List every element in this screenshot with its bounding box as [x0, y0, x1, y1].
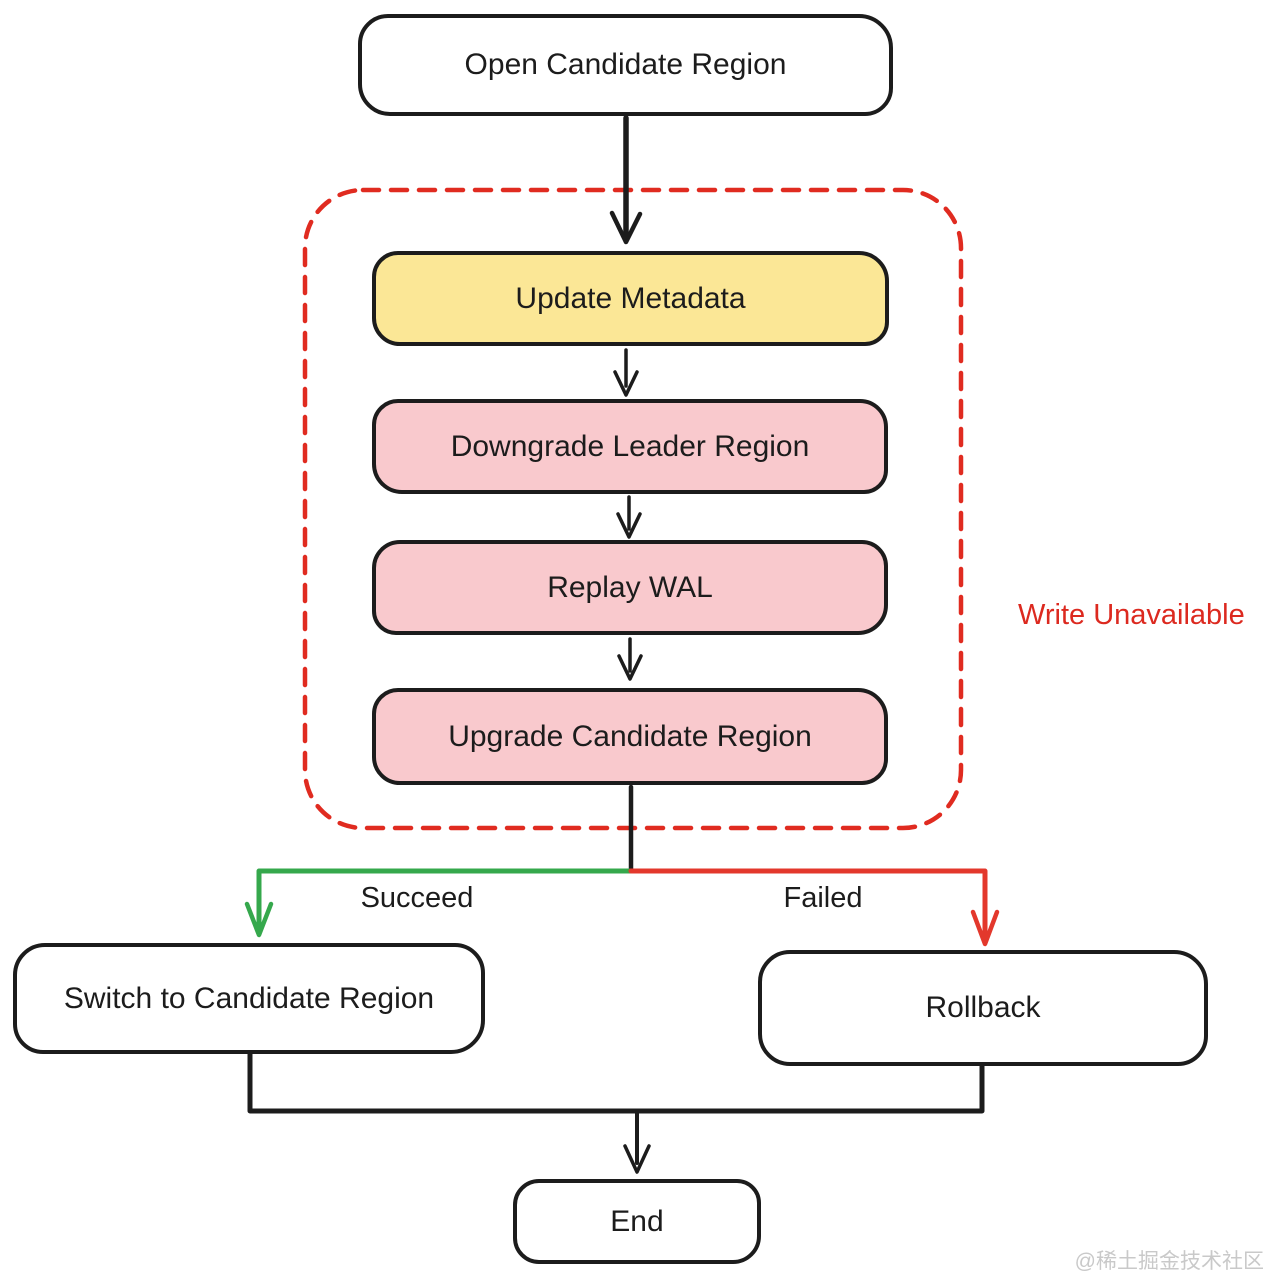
node-end: End: [513, 1179, 761, 1264]
node-update-metadata: Update Metadata: [372, 251, 889, 346]
node-replay-wal: Replay WAL: [372, 540, 888, 635]
arrowhead-down-icon: [244, 901, 274, 938]
arrow-downgrade-to-replay: [616, 495, 642, 539]
node-rollback-label: Rollback: [925, 991, 1041, 1024]
arrowhead-down-icon: [609, 210, 643, 245]
node-downgrade-leader-region-label: Downgrade Leader Region: [450, 429, 810, 463]
arrow-open-to-update: [609, 115, 643, 245]
watermark-text: @稀土掘金技术社区: [1074, 1250, 1264, 1273]
arrow-update-to-downgrade: [613, 348, 639, 397]
node-downgrade-leader-region: Downgrade Leader Region: [372, 399, 888, 494]
edge-label-succeed: Succeed: [360, 882, 474, 914]
node-switch-to-candidate-region-label: Switch to Candidate Region: [63, 981, 435, 1015]
arrowhead-down-icon: [616, 512, 642, 539]
node-open-candidate-region: Open Candidate Region: [358, 14, 893, 116]
arrow-merge-to-end: [623, 1111, 651, 1174]
node-switch-to-candidate-region: Switch to Candidate Region: [13, 943, 485, 1054]
arrowhead-down-icon: [623, 1144, 651, 1174]
node-upgrade-candidate-region: Upgrade Candidate Region: [372, 688, 888, 785]
node-upgrade-candidate-region-label: Upgrade Candidate Region: [448, 719, 812, 753]
arrow-replay-to-upgrade: [617, 637, 643, 681]
annotation-write-unavailable: Write Unavailable: [1018, 599, 1245, 631]
node-update-metadata-label: Update Metadata: [515, 281, 746, 315]
node-replay-wal-label: Replay WAL: [547, 570, 713, 604]
node-rollback: Rollback: [758, 950, 1208, 1066]
node-open-candidate-region-label: Open Candidate Region: [464, 48, 787, 81]
edge-label-failed: Failed: [783, 882, 863, 914]
arrowhead-down-icon: [970, 909, 1000, 947]
arrowhead-down-icon: [613, 370, 639, 397]
arrowhead-down-icon: [617, 654, 643, 681]
node-end-label: End: [610, 1204, 664, 1238]
